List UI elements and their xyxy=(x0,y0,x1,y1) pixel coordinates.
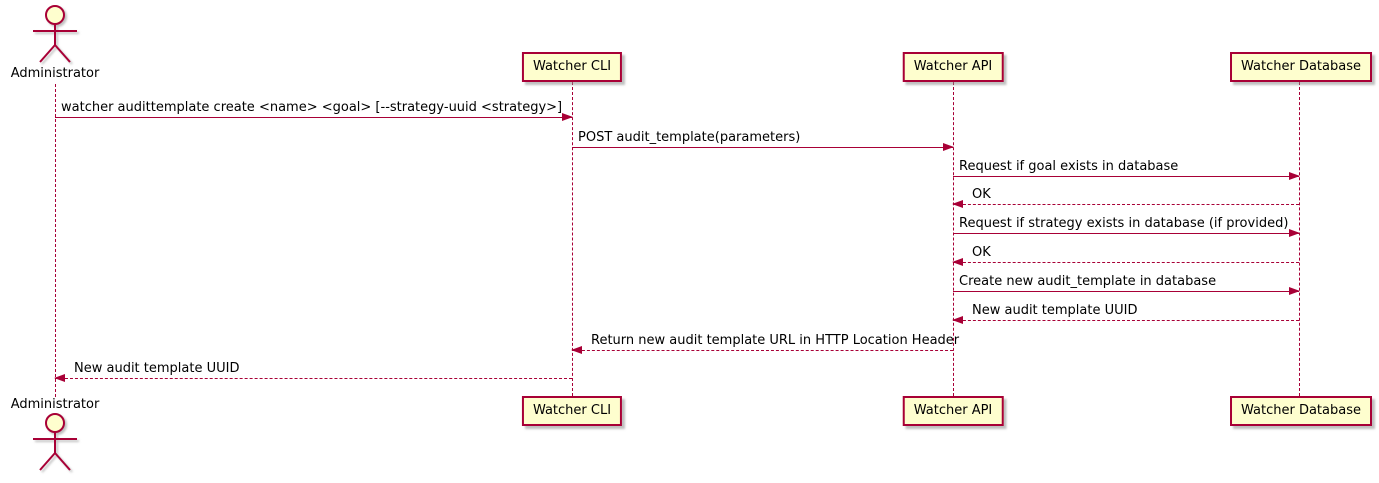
lifeline-watcher-api xyxy=(953,82,954,396)
message-post-audit-template: POST audit_template(parameters) xyxy=(572,130,954,151)
message-label: New audit template UUID xyxy=(74,361,240,376)
arrowhead-left-icon xyxy=(952,316,963,324)
lifeline-watcher-cli xyxy=(572,82,573,396)
message-ok-goal: OK xyxy=(952,187,1299,208)
actor-administrator-icon-bottom xyxy=(33,413,77,471)
actor-administrator-label-top: Administrator xyxy=(10,66,100,81)
message-return-url-location-header: Return new audit template URL in HTTP Lo… xyxy=(571,333,959,354)
arrowhead-left-icon xyxy=(952,200,963,208)
message-label: OK xyxy=(972,187,991,202)
arrowhead-right-icon xyxy=(562,113,573,121)
arrowhead-right-icon xyxy=(943,143,954,151)
message-request-strategy-exists: Request if strategy exists in database (… xyxy=(953,216,1300,237)
arrowhead-left-icon xyxy=(54,374,65,382)
arrowhead-right-icon xyxy=(1289,229,1300,237)
participant-watcher-database-top: Watcher Database xyxy=(1230,52,1372,82)
message-label: Return new audit template URL in HTTP Lo… xyxy=(591,333,960,348)
participant-watcher-api-top: Watcher API xyxy=(902,52,1004,82)
lifeline-administrator xyxy=(55,84,56,397)
arrowhead-left-icon xyxy=(571,346,582,354)
message-request-goal-exists: Request if goal exists in database xyxy=(953,159,1300,180)
message-label: New audit template UUID xyxy=(972,303,1138,318)
message-label: POST audit_template(parameters) xyxy=(578,130,801,145)
message-label: Request if goal exists in database xyxy=(959,159,1179,174)
lifeline-watcher-database xyxy=(1299,82,1300,396)
message-label: OK xyxy=(972,245,991,260)
message-new-uuid-from-db: New audit template UUID xyxy=(952,303,1299,324)
arrowhead-left-icon xyxy=(952,258,963,266)
arrowhead-right-icon xyxy=(1289,287,1300,295)
arrowhead-right-icon xyxy=(1289,172,1300,180)
participant-watcher-cli-top: Watcher CLI xyxy=(521,52,623,82)
message-label: watcher audittemplate create <name> <goa… xyxy=(61,100,563,115)
message-create-audittemplate: watcher audittemplate create <name> <goa… xyxy=(55,100,573,121)
participant-watcher-api-bottom: Watcher API xyxy=(902,396,1004,426)
message-create-audit-template-db: Create new audit_template in database xyxy=(953,274,1300,295)
message-new-uuid-to-admin: New audit template UUID xyxy=(54,361,572,382)
actor-administrator-icon xyxy=(33,5,77,63)
actor-administrator-label-bottom: Administrator xyxy=(10,397,100,412)
participant-watcher-cli-bottom: Watcher CLI xyxy=(521,396,623,426)
participant-watcher-database-bottom: Watcher Database xyxy=(1230,396,1372,426)
message-label: Request if strategy exists in database (… xyxy=(959,216,1289,231)
message-label: Create new audit_template in database xyxy=(959,274,1217,289)
message-ok-strategy: OK xyxy=(952,245,1299,266)
